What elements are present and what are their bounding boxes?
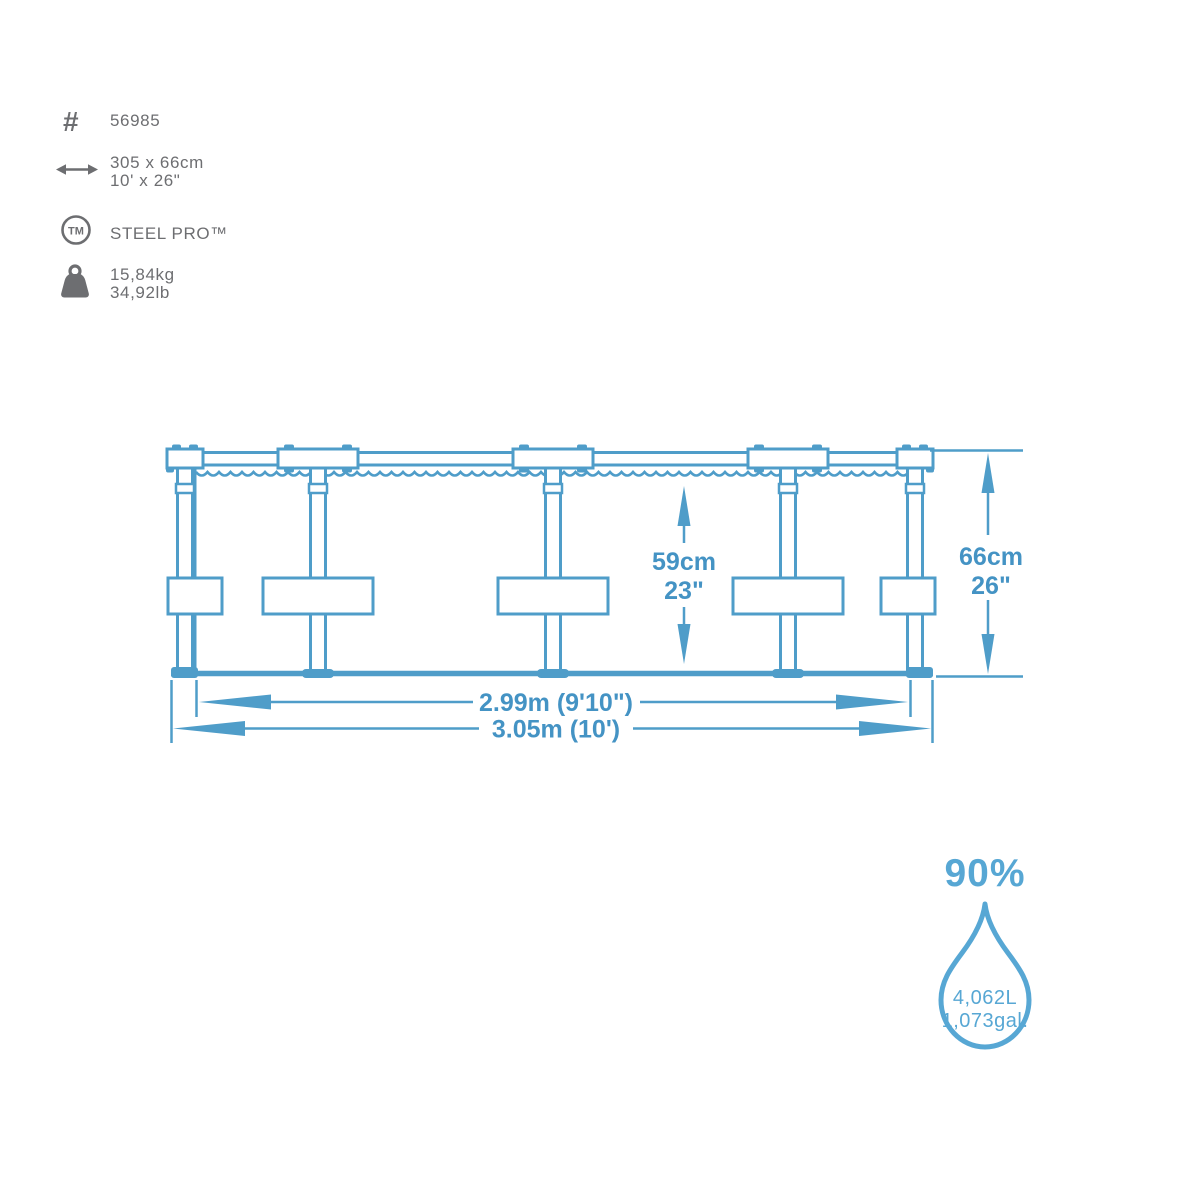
wall-height-dimension: 66cm 26" bbox=[930, 449, 1023, 678]
leg-collars bbox=[174, 482, 926, 495]
wall-height-label-metric: 66cm bbox=[959, 543, 1023, 571]
water-height-label-metric: 59cm bbox=[652, 548, 716, 576]
side-braces bbox=[166, 576, 937, 616]
wall-height-label-imperial: 26" bbox=[971, 572, 1011, 600]
weight-metric: 15,84kg bbox=[110, 265, 175, 284]
pool-leg bbox=[906, 463, 924, 677]
product-line: STEEL PRO™ bbox=[110, 224, 228, 243]
joint-tabs bbox=[166, 444, 934, 473]
weight-icon bbox=[57, 262, 93, 307]
pool-legs bbox=[176, 463, 924, 677]
weight-imperial: 34,92lb bbox=[110, 282, 170, 302]
rail-joints bbox=[165, 447, 935, 470]
pool-leg bbox=[309, 463, 327, 677]
water-drop-icon bbox=[938, 901, 1032, 1050]
outer-width-dimension: 3.05m (10') bbox=[170, 680, 934, 744]
volume-gallons-label: 1,073gal. bbox=[942, 1010, 1029, 1032]
capacity-badge: 90% 4,062L 1,073gal. bbox=[938, 852, 1032, 1050]
fill-percent-label: 90% bbox=[944, 852, 1025, 895]
water-height-label-imperial: 23" bbox=[664, 577, 704, 605]
horizontal-arrow-icon bbox=[55, 161, 99, 183]
size-metric: 305 x 66cm bbox=[110, 153, 204, 172]
item-number-icon: # bbox=[63, 106, 79, 137]
pool-leg bbox=[176, 463, 194, 677]
item-number-value: 56985 bbox=[110, 111, 161, 130]
volume-liters-label: 4,062L bbox=[953, 987, 1017, 1009]
pool-diagram: 59cm 23" 66cm 26" 2.99m (9'10") 3.05m (1… bbox=[165, 444, 1023, 744]
inner-width-label: 2.99m (9'10") bbox=[479, 689, 633, 717]
leg-feet bbox=[171, 667, 933, 678]
pool-leg bbox=[779, 463, 797, 677]
svg-text:TM: TM bbox=[68, 226, 84, 238]
inner-width-dimension: 2.99m (9'10") bbox=[195, 680, 912, 717]
pool-leg bbox=[544, 463, 562, 677]
tm-icon: TM bbox=[60, 214, 92, 251]
size-imperial: 10' x 26" bbox=[110, 170, 181, 190]
outer-width-label: 3.05m (10') bbox=[492, 716, 620, 744]
water-height-dimension: 59cm 23" bbox=[652, 486, 716, 664]
